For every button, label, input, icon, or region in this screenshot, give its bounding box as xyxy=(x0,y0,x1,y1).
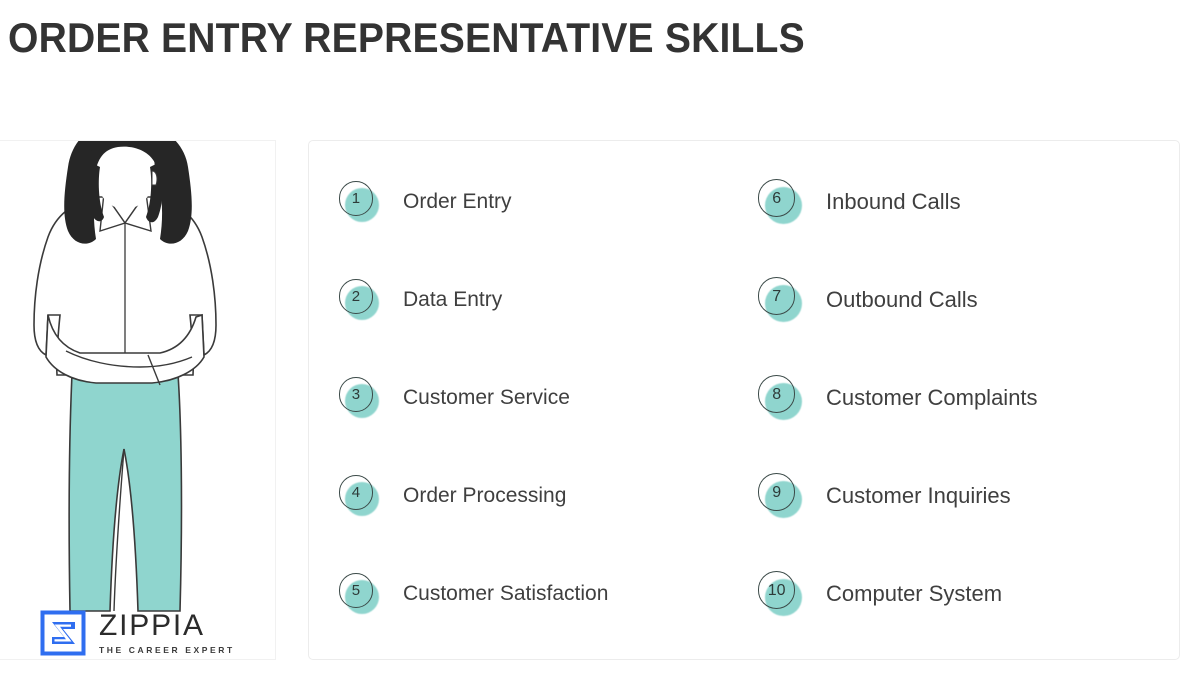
zippia-wordmark: ZIPPIA xyxy=(99,609,205,643)
skill-number-badge: 1 xyxy=(337,180,381,224)
badge-number: 4 xyxy=(351,484,361,502)
badge-outline-circle xyxy=(338,573,374,608)
badge-number: 9 xyxy=(772,483,782,501)
page-title: ORDER ENTRY REPRESENTATIVE SKILLS xyxy=(8,14,805,61)
badge-outline-circle xyxy=(757,277,796,315)
skill-label: Order Entry xyxy=(403,190,512,214)
skill-label: Customer Inquiries xyxy=(826,482,1011,508)
skill-item: 7 Outbound Calls xyxy=(756,251,1179,349)
skill-item: 8 Customer Complaints xyxy=(756,349,1179,447)
badge-outline-circle xyxy=(338,279,374,314)
badge-outline-circle xyxy=(338,181,374,216)
skill-label: Data Entry xyxy=(403,288,503,312)
skill-item: 9 Customer Inquiries xyxy=(756,447,1179,545)
skill-item: 1 Order Entry xyxy=(337,153,738,251)
badge-number: 7 xyxy=(772,287,782,305)
skills-column-right: 6 Inbound Calls 7 Outbound Calls 8 Cu xyxy=(738,141,1179,659)
skill-label: Outbound Calls xyxy=(826,286,978,312)
zippia-logo-mark-icon xyxy=(40,610,86,656)
badge-outline-circle xyxy=(338,377,374,412)
skills-column-left: 1 Order Entry 2 Data Entry 3 Customer xyxy=(309,141,738,659)
skill-number-badge: 7 xyxy=(756,276,804,324)
skill-number-badge: 4 xyxy=(337,474,381,518)
skill-label: Customer Complaints xyxy=(826,384,1038,410)
skill-item: 2 Data Entry xyxy=(337,251,738,349)
badge-outline-circle xyxy=(757,375,796,413)
badge-outline-circle xyxy=(757,473,796,511)
skill-label: Order Processing xyxy=(403,484,567,508)
skill-item: 10 Computer System xyxy=(756,545,1179,643)
skill-number-badge: 5 xyxy=(337,572,381,616)
badge-number: 2 xyxy=(351,288,361,306)
badge-number: 5 xyxy=(351,582,361,600)
skill-label: Customer Service xyxy=(403,386,570,410)
badge-outline-circle xyxy=(338,475,374,510)
skill-label: Customer Satisfaction xyxy=(403,582,609,606)
skill-number-badge: 8 xyxy=(756,374,804,422)
skills-panel: 1 Order Entry 2 Data Entry 3 Customer xyxy=(308,140,1180,660)
badge-number: 8 xyxy=(772,385,782,403)
skill-number-badge: 3 xyxy=(337,376,381,420)
badge-outline-circle xyxy=(757,179,796,217)
zippia-tagline: THE CAREER EXPERT xyxy=(99,645,235,656)
skill-number-badge: 2 xyxy=(337,278,381,322)
zippia-logo[interactable]: ZIPPIA THE CAREER EXPERT xyxy=(40,610,235,656)
skill-number-badge: 10 xyxy=(756,570,804,618)
illustration-card xyxy=(0,140,276,660)
skills-columns: 1 Order Entry 2 Data Entry 3 Customer xyxy=(309,141,1179,659)
skill-number-badge: 6 xyxy=(756,178,804,226)
badge-outline-circle xyxy=(757,571,796,609)
badge-number: 1 xyxy=(351,190,361,208)
badge-number: 6 xyxy=(772,189,782,207)
badge-number: 3 xyxy=(351,386,361,404)
skill-number-badge: 9 xyxy=(756,472,804,520)
skill-item: 6 Inbound Calls xyxy=(756,153,1179,251)
office-worker-illustration xyxy=(33,141,217,612)
skill-label: Computer System xyxy=(826,580,1003,606)
skill-item: 5 Customer Satisfaction xyxy=(337,545,738,643)
skill-item: 3 Customer Service xyxy=(337,349,738,447)
badge-number: 10 xyxy=(767,581,786,599)
skill-label: Inbound Calls xyxy=(826,188,961,214)
skill-item: 4 Order Processing xyxy=(337,447,738,545)
